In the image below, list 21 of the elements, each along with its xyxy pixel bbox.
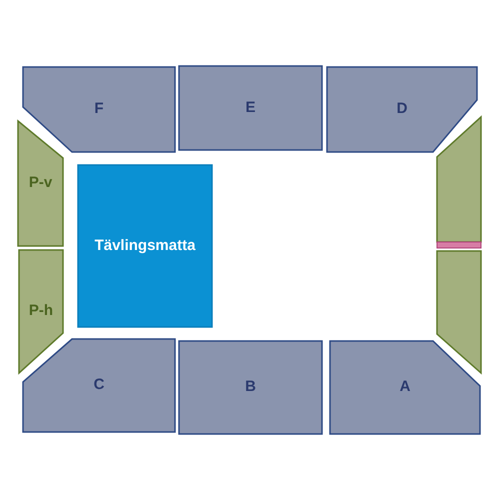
seating-section [19,250,63,373]
seating-section [330,341,480,434]
divider-bar [437,242,481,248]
seating-section [18,121,63,246]
seating-section [437,117,481,242]
section-label: C [94,375,104,396]
section-label: F [94,99,104,120]
seating-section [23,67,175,152]
seating-section [23,339,175,432]
section-label: Tävlingsmatta [94,236,196,256]
section-label: A [400,377,410,398]
section-label: P-h [28,301,54,322]
section-label: P-v [28,173,52,194]
seating-section [179,66,322,150]
competition-mat [78,165,212,327]
section-label: B [245,377,256,398]
seating-section [179,341,322,434]
seating-section [437,251,481,373]
seating-section [327,67,477,152]
section-label: E [245,98,256,118]
section-label: D [396,99,408,120]
